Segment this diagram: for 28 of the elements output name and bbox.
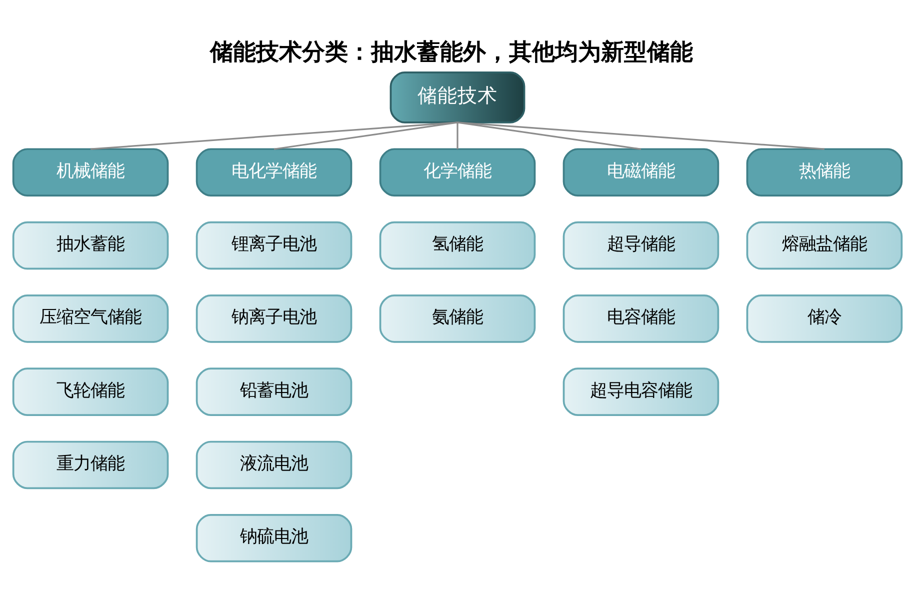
connector — [90, 122, 458, 150]
connector — [456, 122, 458, 150]
connector — [457, 122, 642, 150]
node-box: 超导电容储能 — [562, 368, 720, 416]
node-box: 储能技术 — [390, 72, 526, 124]
node-box: 重力储能 — [12, 440, 169, 490]
node-box: 钠硫电池 — [196, 514, 352, 562]
node-box: 钠离子电池 — [196, 294, 352, 343]
node-box: 液流电池 — [196, 440, 352, 490]
node-box: 氢储能 — [379, 221, 536, 270]
node-box: 热储能 — [746, 148, 903, 196]
node-box: 锂离子电池 — [196, 221, 352, 270]
diagram-title: 储能技术分类：抽水蓄能外，其他均为新型储能 — [210, 38, 694, 66]
node-box: 电容储能 — [562, 294, 720, 343]
node-box: 电化学储能 — [196, 148, 352, 196]
node-box: 抽水蓄能 — [12, 221, 169, 270]
node-box: 储冷 — [746, 294, 903, 343]
node-box: 飞轮储能 — [12, 368, 169, 416]
connector — [274, 122, 458, 150]
node-box: 化学储能 — [379, 148, 536, 196]
node-box: 熔融盐储能 — [746, 221, 903, 270]
node-box: 电磁储能 — [562, 148, 720, 196]
node-box: 机械储能 — [12, 148, 169, 196]
connector — [457, 122, 824, 150]
node-box: 超导储能 — [562, 221, 720, 270]
node-box: 铅蓄电池 — [196, 368, 352, 416]
node-box: 氨储能 — [379, 294, 536, 343]
node-box: 压缩空气储能 — [12, 294, 169, 343]
